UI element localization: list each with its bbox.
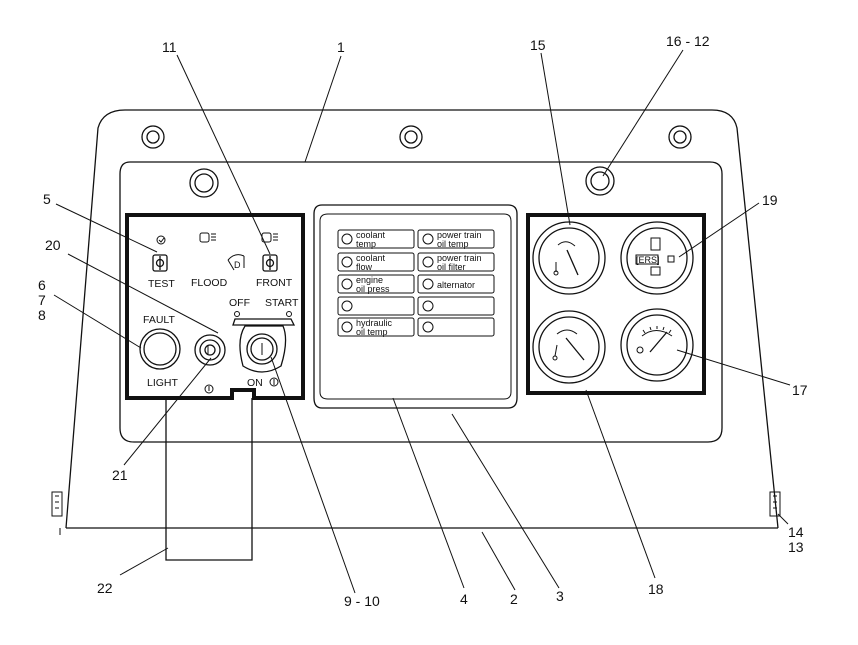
svg-text:oil press: oil press — [356, 284, 390, 294]
mounting-bolts — [141, 125, 692, 198]
svg-text:flow: flow — [356, 262, 373, 272]
callout-20: 20 — [45, 237, 61, 253]
flood-label: FLOOD — [191, 277, 228, 289]
callout-21: 21 — [112, 467, 128, 483]
indicator-lamp-blank — [417, 317, 495, 337]
hour-meter-readout: [ERS] — [636, 255, 660, 265]
callout-7: 7 — [38, 292, 46, 308]
bracket-left — [51, 491, 63, 517]
mounting-strap — [165, 398, 253, 561]
bolt — [668, 125, 692, 149]
bolt — [399, 125, 423, 149]
svg-text:oil temp: oil temp — [356, 327, 388, 337]
bolt — [141, 125, 165, 149]
gauge-panel: [ERS] — [526, 213, 706, 395]
svg-text:oil temp: oil temp — [437, 239, 469, 249]
callout-22: 22 — [97, 580, 113, 596]
callout-14: 14 — [788, 524, 804, 540]
oil-pressure-gauge — [532, 310, 606, 384]
front-switch[interactable]: FRONT — [256, 254, 293, 289]
svg-text:power train: power train — [437, 253, 482, 263]
start-switch[interactable]: OFF START ON — [229, 297, 299, 389]
indicator-lamp-coolant-flow: coolant flow — [337, 252, 415, 272]
indicator-lamp-alternator: alternator — [417, 274, 495, 294]
callout-9-10: 9 - 10 — [344, 593, 380, 609]
fault-light: FAULT LIGHT — [139, 314, 181, 389]
svg-text:coolant: coolant — [356, 253, 386, 263]
coolant-temp-gauge — [532, 221, 606, 295]
indicator-lamp-blank — [417, 296, 495, 316]
callout-19: 19 — [762, 192, 778, 208]
svg-text:D: D — [234, 260, 241, 270]
fuel-level-gauge — [620, 308, 694, 382]
indicator-lamp-power-train-oil-filter: power train oil filter — [417, 252, 495, 272]
callout-18: 18 — [648, 581, 664, 597]
hour-meter-gauge: [ERS] — [620, 221, 694, 295]
callout-5: 5 — [43, 191, 51, 207]
bolt — [585, 166, 615, 196]
callouts: 1 2 3 4 5 6 7 8 9 - 10 11 13 14 15 16 - … — [38, 33, 808, 609]
callout-6: 6 — [38, 277, 46, 293]
disconnect-key[interactable] — [194, 334, 226, 394]
front-light-icon — [261, 232, 278, 243]
indicator-lamp-power-train-oil-temp: power train oil temp — [417, 229, 495, 249]
callout-2: 2 — [510, 591, 518, 607]
callout-11: 11 — [162, 39, 177, 55]
indicator-lamp-blank — [337, 296, 415, 316]
callout-1: 1 — [337, 39, 345, 55]
svg-text:hydraulic: hydraulic — [356, 318, 393, 328]
callout-15: 15 — [530, 37, 546, 53]
callout-8: 8 — [38, 307, 46, 323]
fault-label: FAULT — [143, 314, 175, 326]
bracket-right — [769, 491, 781, 517]
on-label: ON — [247, 377, 263, 389]
indicator-lamp-coolant-temp: coolant temp — [337, 229, 415, 249]
svg-text:temp: temp — [356, 239, 376, 249]
svg-text:engine: engine — [356, 275, 383, 285]
svg-text:oil filter: oil filter — [437, 262, 466, 272]
front-label: FRONT — [256, 277, 293, 289]
test-switch[interactable]: TEST — [148, 235, 175, 290]
monitor-panel: coolant temp coolant flow engine oil pre… — [313, 204, 518, 409]
callout-4: 4 — [460, 591, 468, 607]
flood-lamp-icon — [199, 232, 216, 243]
light-label: LIGHT — [147, 377, 179, 389]
svg-text:power train: power train — [437, 230, 482, 240]
test-label: TEST — [148, 278, 175, 290]
bolt — [189, 168, 219, 198]
leader-lines — [53, 49, 791, 594]
svg-text:coolant: coolant — [356, 230, 386, 240]
dash-housing — [51, 109, 781, 535]
off-label: OFF — [229, 297, 250, 309]
switch-panel: TEST D FLOOD FRONT — [125, 213, 305, 561]
indicator-lamp-engine-oil-press: engine oil press — [337, 274, 415, 294]
indicator-lamp-hydraulic-oil-temp: hydraulic oil temp — [337, 317, 415, 337]
callout-3: 3 — [556, 588, 564, 604]
flood-gauge-icon: D — [227, 254, 245, 271]
callout-13: 13 — [788, 539, 804, 555]
svg-text:alternator: alternator — [437, 280, 475, 290]
callout-17: 17 — [792, 382, 808, 398]
callout-16-12: 16 - 12 — [666, 33, 710, 49]
start-label: START — [265, 297, 299, 309]
